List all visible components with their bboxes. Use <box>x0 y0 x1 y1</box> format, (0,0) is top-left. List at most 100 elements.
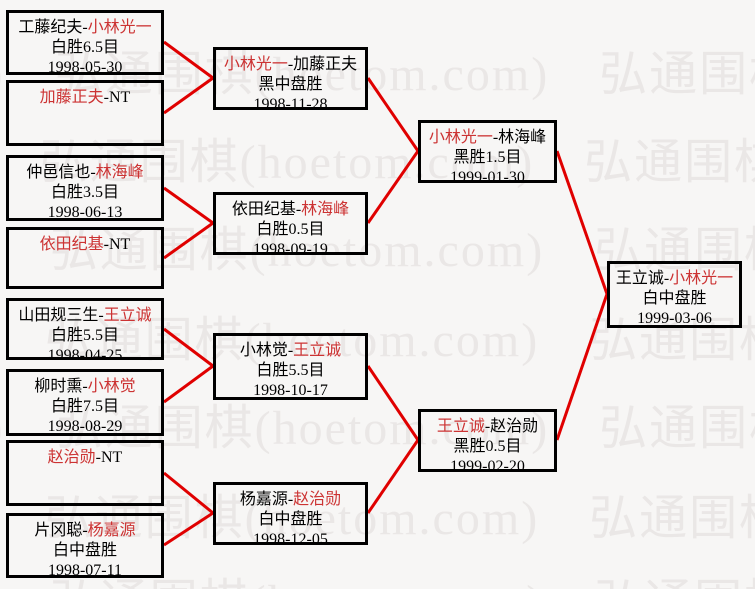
match-result: 白中盘胜 <box>52 542 117 559</box>
connector-line <box>163 76 214 115</box>
match-result: 黑胜1.5目 <box>453 149 522 166</box>
match-date: 1998-08-29 <box>47 418 123 435</box>
player-name: 小林觉- <box>239 342 294 359</box>
match-box-round1-5: 山田规三生-王立诚 白胜5.5目 1998-04-25 <box>6 298 164 364</box>
player-name: 杨嘉源- <box>239 491 294 508</box>
winner-name: 依田纪基 <box>39 236 104 253</box>
connector-line <box>555 293 609 441</box>
match-result: 白中盘胜 <box>258 511 323 528</box>
match-result: 白胜0.5目 <box>256 221 325 238</box>
player-name: -赵治勋 <box>484 418 539 435</box>
match-box-round2-1: 小林光一-加藤正夫 黑中盘胜 1998-11-28 <box>213 47 368 113</box>
connector-line <box>163 511 214 547</box>
player-name: 仲邑信也- <box>26 164 96 181</box>
match-date: 1998-11-28 <box>253 96 328 113</box>
player-name: -NT <box>103 89 131 106</box>
match-date: 1999-02-20 <box>450 458 525 475</box>
match-result: 黑胜0.5目 <box>453 438 522 455</box>
match-players: 杨嘉源-赵治勋 <box>216 490 365 510</box>
player-name: 山田规三生- <box>18 307 104 324</box>
watermark-text: 弘通围棋(hoetom.com) 弘通围棋(hoetom.com) 弘通围棋(h… <box>0 402 755 455</box>
match-box-round1-3: 仲邑信也-林海峰 白胜3.5目 1998-06-13 <box>6 155 164 221</box>
connector-line <box>366 150 420 224</box>
match-result: 白胜5.5目 <box>50 327 119 344</box>
match-players: 小林光一-加藤正夫 <box>216 55 365 75</box>
player-name: -林海峰 <box>492 129 547 146</box>
winner-name: 赵治勋 <box>293 491 342 508</box>
match-date: 1999-03-06 <box>637 310 712 327</box>
connector-line <box>163 364 214 404</box>
winner-name: 小林觉 <box>87 378 136 395</box>
winner-name: 林海峰 <box>95 164 144 181</box>
match-box-round1-8: 片冈聪-杨嘉源 白中盘胜 1998-07-11 <box>6 513 164 579</box>
connector-line <box>555 150 609 295</box>
match-players: 小林光一-林海峰 <box>421 128 554 148</box>
winner-name: 小林光一 <box>428 129 493 146</box>
match-result: 白中盘胜 <box>642 290 707 307</box>
connector-line <box>163 221 214 260</box>
match-players: 工藤纪夫-小林光一 <box>9 18 161 38</box>
match-date: 1998-09-19 <box>253 241 328 258</box>
connector-line <box>366 365 420 441</box>
match-players: 赵治勋-NT <box>9 448 161 468</box>
winner-name: 王立诚 <box>293 342 342 359</box>
match-date: 1998-10-17 <box>253 382 328 399</box>
match-players: 片冈聪-杨嘉源 <box>9 521 161 541</box>
match-box-round2-3: 小林觉-王立诚 白胜5.5目 1998-10-17 <box>213 333 368 400</box>
match-players: 山田规三生-王立诚 <box>9 306 161 326</box>
match-players: 依田纪基-林海峰 <box>216 200 365 220</box>
connector-line <box>366 77 420 152</box>
player-name: 片冈聪- <box>34 522 88 539</box>
winner-name: 加藤正夫 <box>39 89 104 106</box>
match-players: 仲邑信也-林海峰 <box>9 163 161 183</box>
winner-name: 小林光一 <box>669 270 734 287</box>
match-box-semifinal-1: 小林光一-林海峰 黑胜1.5目 1999-01-30 <box>418 120 557 186</box>
match-date: 1998-06-13 <box>47 204 123 221</box>
player-name: -加藤正夫 <box>287 56 358 73</box>
match-box-round1-4: 依田纪基-NT <box>6 227 164 289</box>
match-box-round1-6: 柳时熏-小林觉 白胜7.5目 1998-08-29 <box>6 369 164 436</box>
match-box-semifinal-2: 王立诚-赵治勋 黑胜0.5目 1999-02-20 <box>418 409 557 475</box>
watermark-text: 弘通围棋(hoetom.com) 弘通围棋(hoetom.com) 弘通围棋(h… <box>0 224 755 277</box>
player-name: 工藤纪夫- <box>18 19 88 36</box>
winner-name: 杨嘉源 <box>87 522 136 539</box>
match-date: 1998-04-25 <box>47 347 123 364</box>
match-box-round1-1: 工藤纪夫-小林光一 白胜6.5目 1998-05-30 <box>6 10 164 76</box>
winner-name: 王立诚 <box>103 307 152 324</box>
winner-name: 林海峰 <box>301 201 350 218</box>
winner-name: 王立诚 <box>436 418 485 435</box>
match-players: 小林觉-王立诚 <box>216 341 365 361</box>
match-players: 加藤正夫-NT <box>9 88 161 108</box>
connector-line <box>163 327 214 368</box>
winner-name: 小林光一 <box>223 56 288 73</box>
watermark-text: 弘通围棋(hoetom.com) 弘通围棋(hoetom.com) 弘通围棋(h… <box>0 562 755 589</box>
player-name: -NT <box>103 236 131 253</box>
match-result: 黑中盘胜 <box>258 76 323 93</box>
connector-line <box>366 439 420 514</box>
match-result: 白胜6.5目 <box>50 39 119 56</box>
match-date: 1998-05-30 <box>47 59 123 76</box>
match-box-round2-2: 依田纪基-林海峰 白胜0.5目 1998-09-19 <box>213 192 368 258</box>
match-box-round1-7: 赵治勋-NT <box>6 440 164 506</box>
winner-name: 赵治勋 <box>47 449 96 466</box>
match-players: 王立诚-小林光一 <box>610 269 739 289</box>
match-result: 白胜7.5目 <box>50 398 119 415</box>
match-result: 白胜5.5目 <box>256 362 325 379</box>
match-box-round2-4: 杨嘉源-赵治勋 白中盘胜 1998-12-05 <box>213 482 368 548</box>
match-date: 1998-07-11 <box>47 562 123 579</box>
match-box-final: 王立诚-小林光一 白中盘胜 1999-03-06 <box>607 261 742 328</box>
player-name: 依田纪基- <box>231 201 302 218</box>
connector-line <box>163 40 214 80</box>
player-name: 柳时熏- <box>34 378 88 395</box>
match-box-round1-2: 加藤正夫-NT <box>6 80 164 146</box>
player-name: -NT <box>95 449 123 466</box>
match-date: 1998-12-05 <box>253 531 328 548</box>
match-date: 1999-01-30 <box>450 169 525 186</box>
connector-line <box>163 471 214 515</box>
connector-line <box>163 186 214 225</box>
match-result: 白胜3.5目 <box>50 184 119 201</box>
match-players: 王立诚-赵治勋 <box>421 417 554 437</box>
